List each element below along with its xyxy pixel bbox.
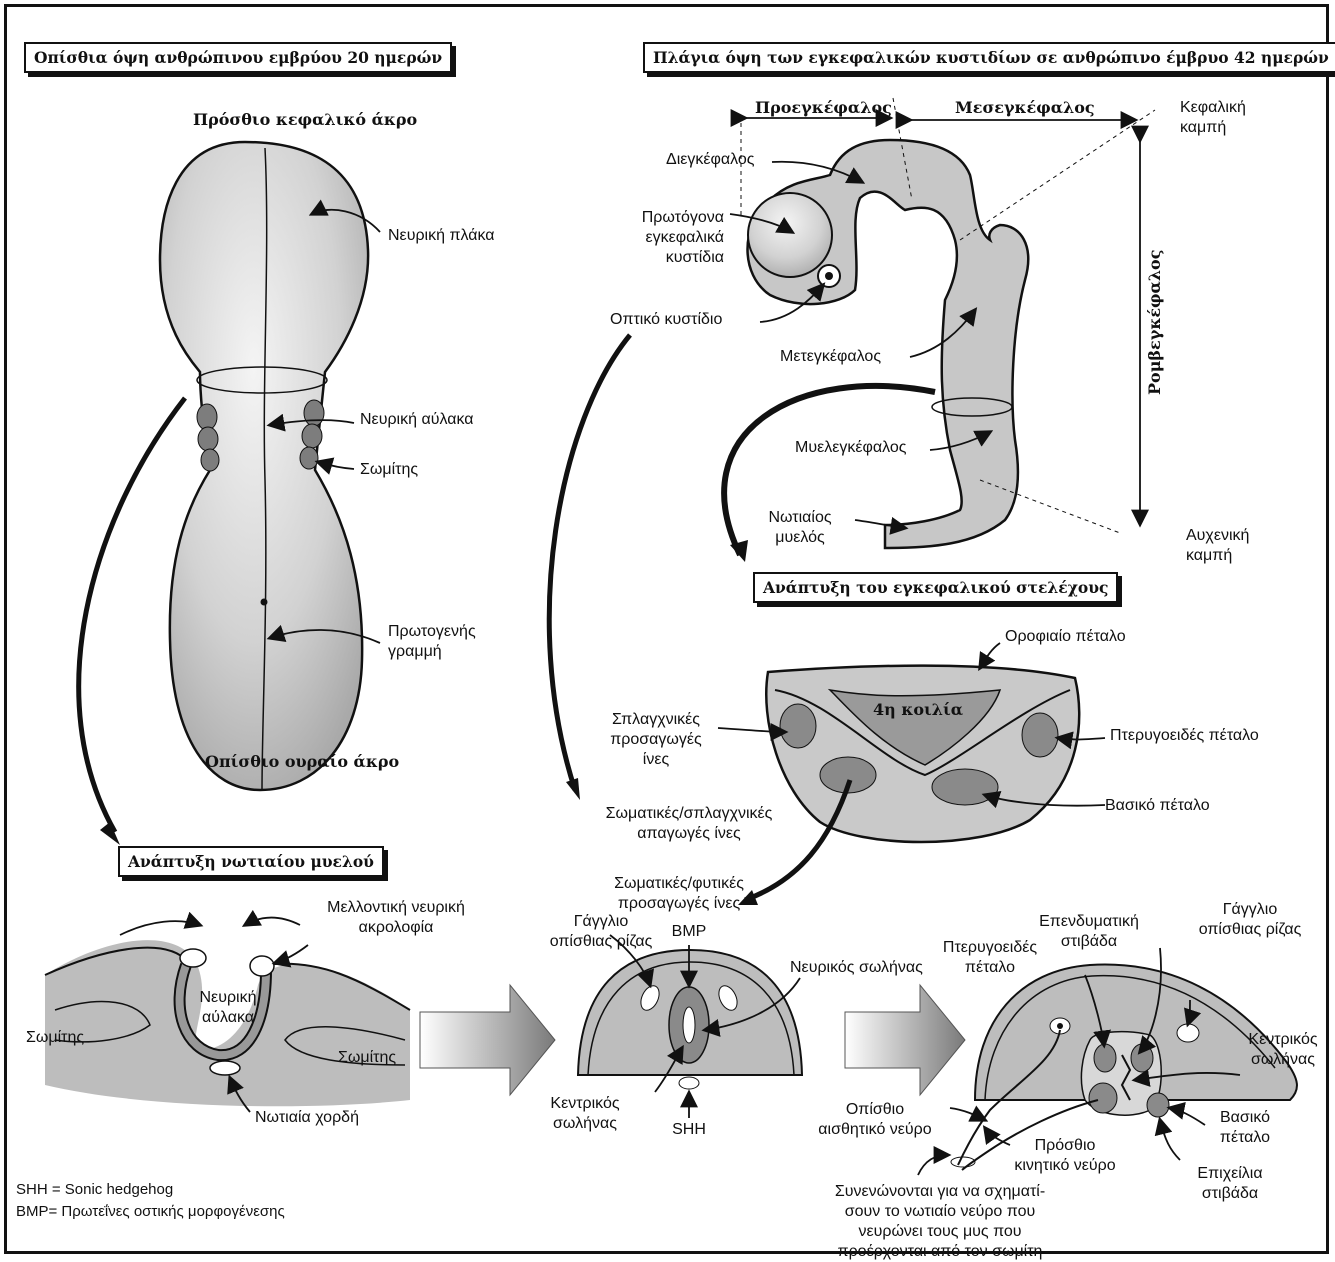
label-somatic-afferent: Σωματικές/φυτικές προσαγωγές ίνες bbox=[590, 874, 768, 914]
label-visceral-afferent: Σπλαγχνικές προσαγωγές ίνες bbox=[600, 710, 712, 770]
label-top-end: Πρόσθιο κεφαλικό άκρο bbox=[193, 110, 417, 130]
label-primary-vesicles: Πρωτόγονα εγκεφαλικά κυστίδια bbox=[620, 208, 724, 268]
label-central-canal-2: Κεντρικός σωλήνας bbox=[1238, 1030, 1328, 1070]
label-optic-vesicle: Οπτικό κυστίδιο bbox=[610, 310, 722, 330]
label-somite: Σωμίτης bbox=[360, 460, 418, 480]
label-mesencephalon: Μεσεγκέφαλος bbox=[955, 98, 1095, 118]
label-somite-left: Σωμίτης bbox=[26, 1028, 84, 1048]
label-shh: SHH bbox=[664, 1120, 714, 1140]
label-alar-plate-2: Πτερυγοειδές πέταλο bbox=[930, 938, 1050, 978]
label-marginal-layer: Επιχείλια στιβάδα bbox=[1180, 1164, 1280, 1204]
label-neural-plate: Νευρική πλάκα bbox=[388, 226, 495, 246]
somites-left bbox=[197, 404, 219, 471]
title-spinal-cord: Ανάπτυξη νωτιαίου μυελού bbox=[118, 846, 384, 877]
brainstem-section bbox=[718, 643, 1105, 905]
label-neural-groove-2: Νευρική αύλακα bbox=[188, 988, 268, 1028]
label-roof-plate: Οροφιαίο πέταλο bbox=[1005, 627, 1126, 647]
label-bottom-end: Οπίσθιο ουραίο άκρο bbox=[205, 752, 399, 772]
stage-arrow-1 bbox=[420, 985, 555, 1095]
label-rhombencephalon: Ρομβεγκέφαλος bbox=[1145, 265, 1165, 395]
label-basal-plate-2: Βασικό πέταλο bbox=[1200, 1108, 1290, 1148]
label-drg-2: Γάγγλιο οπίσθιας ρίζας bbox=[1170, 900, 1330, 940]
label-bmp: BMP bbox=[664, 922, 714, 942]
embryo-20-days bbox=[79, 142, 380, 845]
label-efferent-fibers: Σωματικές/σπλαγχνικές απαγωγές ίνες bbox=[580, 804, 798, 844]
title-brainstem: Ανάπτυξη του εγκεφαλικού στελέχους bbox=[753, 572, 1118, 603]
legend-shh: SHH = Sonic hedgehog bbox=[16, 1180, 173, 1200]
label-somite-right: Σωμίτης bbox=[338, 1048, 396, 1068]
label-neural-groove: Νευρική αύλακα bbox=[360, 410, 474, 430]
legend-bmp: BMP= Πρωτεΐνες οστικής μορφογένεσης bbox=[16, 1202, 285, 1222]
label-spinal-cord: Νωτιαίος μυελός bbox=[760, 508, 840, 548]
label-central-canal-1: Κεντρικός σωλήνας bbox=[530, 1094, 640, 1134]
label-alar-plate: Πτερυγοειδές πέταλο bbox=[1110, 726, 1259, 746]
label-metencephalon: Μετεγκέφαλος bbox=[780, 347, 881, 367]
label-future-crest: Μελλοντική νευρική ακρολοφία bbox=[300, 898, 492, 938]
label-basal-plate: Βασικό πέταλο bbox=[1105, 796, 1210, 816]
label-cervical-flexure: Αυχενική καμπή bbox=[1186, 526, 1249, 566]
label-fourth-ventricle: 4η κοιλία bbox=[873, 700, 963, 720]
label-neural-tube: Νευρικός σωλήνας bbox=[790, 958, 923, 978]
label-drg-1: Γάγγλιο οπίσθιας ρίζας bbox=[536, 912, 666, 952]
title-embryo-20: Οπίσθια όψη ανθρώπινου εμβρύου 20 ημερών bbox=[24, 42, 452, 73]
spinal-stage-2 bbox=[578, 935, 802, 1118]
label-join-note: Συνενώνονται για να σχηματί- σουν το νωτ… bbox=[820, 1182, 1060, 1262]
title-embryo-42: Πλάγια όψη των εγκεφαλικών κυστιδίων σε … bbox=[643, 42, 1335, 73]
label-prosencephalon: Προεγκέφαλος bbox=[755, 98, 892, 118]
stage-arrow-2 bbox=[845, 985, 965, 1095]
label-posterior-nerve: Οπίσθιο αισθητικό νεύρο bbox=[800, 1100, 950, 1140]
label-anterior-nerve: Πρόσθιο κινητικό νεύρο bbox=[1000, 1136, 1130, 1176]
label-cephalic-flexure: Κεφαλική καμπή bbox=[1180, 98, 1246, 138]
label-primitive-streak: Πρωτογενής γραμμή bbox=[388, 622, 476, 662]
label-notochord: Νωτιαία χορδή bbox=[255, 1108, 359, 1128]
label-diencephalon: Διεγκέφαλος bbox=[666, 150, 755, 170]
label-myelencephalon: Μυελεγκέφαλος bbox=[795, 438, 906, 458]
